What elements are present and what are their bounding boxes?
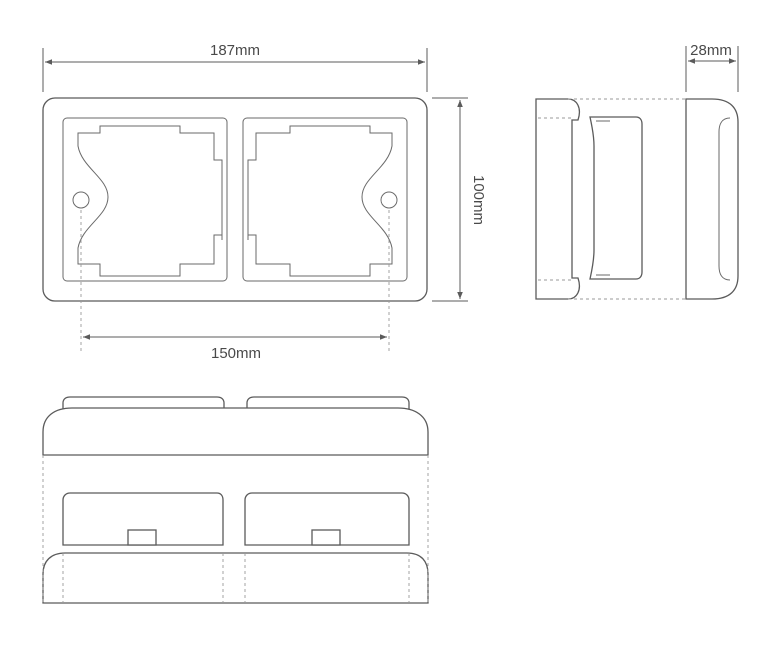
top-housing-outline [42,407,429,456]
left-mounting-hole [72,191,90,209]
left-lens-profile [77,125,223,277]
bottom-housing-outline [42,552,429,604]
side-view [535,98,739,300]
mount-spacing-dimension: 150mm [83,334,387,362]
right-mounting-hole [380,191,398,209]
middle-left-insert [62,492,224,546]
height-label: 100mm [470,175,487,225]
side-insert-detail [596,120,610,276]
left-insert-tab [127,529,157,546]
top-left-lens-cap [62,396,225,411]
height-dimension: 100mm [432,97,487,302]
depth-dimension: 28mm [685,42,739,92]
side-housing-outline [535,98,581,300]
width-dimension: 187mm [42,42,428,92]
front-view [42,97,428,352]
side-cover-lens [718,117,731,281]
right-insert-tab [311,529,341,546]
depth-label: 28mm [690,42,732,59]
top-view [42,396,429,604]
middle-right-insert [244,492,410,546]
mount-spacing-label: 150mm [211,345,261,362]
side-cover-outline [685,98,739,300]
width-label: 187mm [210,42,260,59]
side-insert-outline [589,116,643,280]
right-lens-profile [247,125,393,277]
top-right-lens-cap [246,396,410,411]
left-lens-frame [62,117,228,282]
right-lens-frame [242,117,408,282]
front-housing-outline [42,97,428,302]
